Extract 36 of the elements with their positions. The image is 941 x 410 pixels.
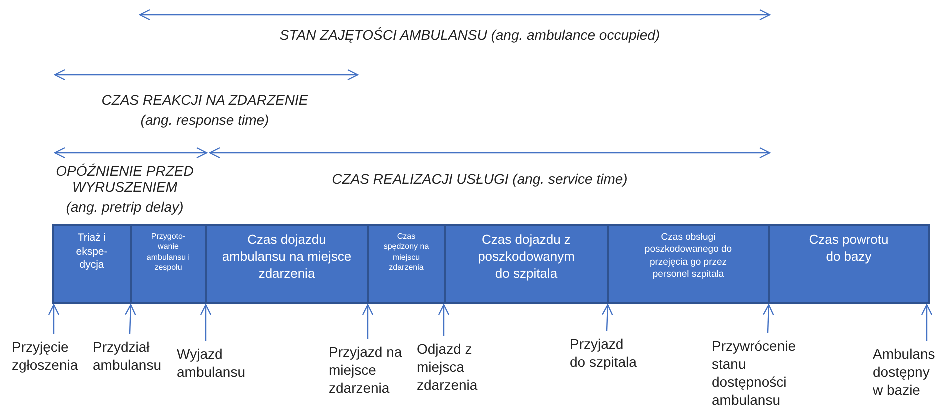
event-label: Przyjazd do szpitala bbox=[570, 335, 642, 371]
span-label: STAN ZAJĘTOŚCI AMBULANSU (ang. ambulance occupied) bbox=[278, 27, 662, 43]
timeline-segment bbox=[205, 224, 369, 304]
span-label: (ang. pretrip delay) bbox=[65, 199, 185, 215]
event-label: Przyjęcie zgłoszenia bbox=[12, 338, 87, 374]
event-label: Przywrócenie stanu dostępności ambulansu bbox=[712, 337, 812, 409]
segment-text: Czas powrotu do bazy bbox=[808, 232, 890, 266]
event-label: Wyjazd ambulansu bbox=[177, 345, 257, 381]
arrow bbox=[200, 304, 212, 341]
timeline-segment bbox=[52, 224, 132, 304]
arrow bbox=[438, 304, 450, 336]
arrow bbox=[48, 304, 60, 334]
timeline-segment bbox=[768, 224, 930, 304]
timeline-segment bbox=[444, 224, 609, 304]
event-label: Przyjazd na miejsce zdarzenia bbox=[329, 343, 411, 397]
arrow bbox=[602, 304, 614, 332]
event-label: Odjazd z miejsca zdarzenia bbox=[417, 340, 481, 394]
event-label: Przydział ambulansu bbox=[93, 338, 173, 374]
span-label: CZAS REALIZACJI USŁUGI (ang. service time) bbox=[331, 171, 629, 187]
span-label: CZAS REAKCJI NA ZDARZENIE bbox=[100, 92, 310, 108]
timeline-segment bbox=[130, 224, 207, 304]
timeline-segment bbox=[367, 224, 446, 304]
event-label: Ambulans dostępny w bazie bbox=[873, 345, 941, 399]
timeline-segment bbox=[607, 224, 770, 304]
segment-text: Czas obsługi poszkodowanego do przejęcia go przez personel szpitala bbox=[644, 232, 734, 282]
segment-text: Czas dojazdu z poszkodowanym do szpitala bbox=[477, 232, 576, 283]
span-label: OPÓŹNIENIE PRZED WYRUSZENIEM bbox=[55, 163, 195, 195]
arrow bbox=[921, 304, 933, 341]
span-label: (ang. response time) bbox=[140, 112, 270, 128]
arrow bbox=[763, 304, 774, 334]
segment-text: Czas spędzony na miejscu zdarzenia bbox=[382, 232, 430, 274]
segment-text: Triaż i ekspe- dycja bbox=[75, 232, 109, 273]
segment-text: Czas dojazdu ambulansu na miejsce zdarzenia bbox=[221, 232, 353, 283]
arrow bbox=[362, 304, 374, 339]
segment-text: Przygoto- wanie ambulansu i zespołu bbox=[146, 232, 191, 274]
arrow bbox=[125, 304, 136, 334]
